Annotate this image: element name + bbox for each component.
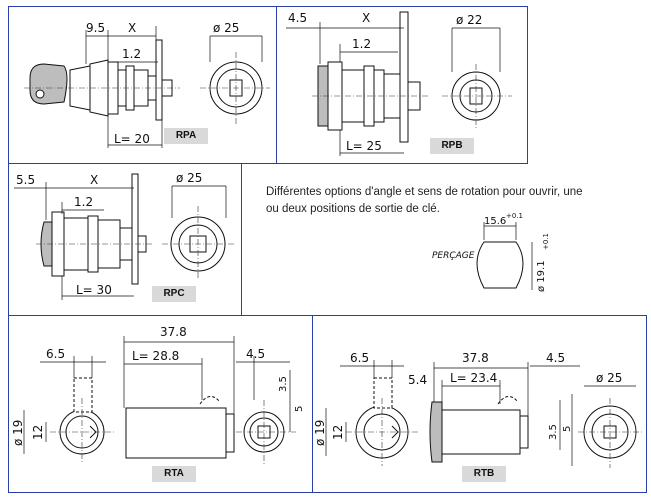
rtb-dim1: 6.5 bbox=[350, 351, 369, 365]
rpb-dim1: 4.5 bbox=[288, 11, 307, 25]
rpa-length: L= 20 bbox=[114, 132, 150, 146]
rta-dim3: 3.5 bbox=[278, 376, 289, 392]
rpc-dim1: 5.5 bbox=[16, 173, 35, 187]
rtb-dim3: 5.4 bbox=[408, 373, 427, 387]
rtb-dia: ø 19 bbox=[313, 420, 327, 446]
percage-height-tol: +0.1 bbox=[542, 233, 550, 250]
rta-tag: RTA bbox=[152, 466, 196, 482]
options-description: Différentes options d'angle et sens de r… bbox=[266, 186, 583, 215]
rta-dia: ø 19 bbox=[11, 420, 25, 446]
rpb-dim2: 1.2 bbox=[352, 37, 371, 51]
rtb-total: 37.8 bbox=[462, 351, 489, 365]
rpa-dim-x: X bbox=[128, 21, 136, 35]
rpb-tag: RPB bbox=[430, 138, 474, 154]
rpa-tag: RPA bbox=[164, 128, 208, 144]
percage-width: 15.6 bbox=[484, 216, 506, 227]
rta-dim1: 6.5 bbox=[46, 347, 65, 361]
rpa-dim2: 1.2 bbox=[122, 47, 141, 61]
rpc-dim-x: X bbox=[90, 173, 98, 187]
percage-label: PERÇAGE bbox=[432, 251, 475, 261]
panel-rpb bbox=[276, 6, 528, 164]
rta-dim4: 5 bbox=[294, 406, 305, 412]
rpc-diameter: ø 25 bbox=[176, 171, 202, 185]
rta-total: 37.8 bbox=[160, 325, 187, 339]
rpa-diameter: ø 25 bbox=[213, 21, 239, 35]
rta-length: L= 28.8 bbox=[132, 349, 179, 363]
percage-height: ø 19.1 bbox=[536, 260, 547, 292]
rpb-dim-x: X bbox=[362, 11, 370, 25]
rtb-tag: RTB bbox=[462, 466, 506, 482]
rtb-dim5: 5 bbox=[562, 426, 573, 432]
panel-rtb bbox=[312, 315, 647, 493]
rtb-diameter: ø 25 bbox=[596, 371, 622, 385]
rtb-dim2: 4.5 bbox=[546, 351, 565, 365]
rpb-length: L= 25 bbox=[346, 139, 382, 153]
rtb-height: 12 bbox=[331, 425, 345, 440]
rtb-length: L= 23.4 bbox=[450, 371, 497, 385]
rpa-dim1: 9.5 bbox=[86, 21, 105, 35]
rpc-dim2: 1.2 bbox=[74, 195, 93, 209]
percage-width-tol: +0.1 bbox=[506, 212, 523, 220]
rtb-dim4: 3.5 bbox=[548, 424, 559, 440]
rta-dim2: 4.5 bbox=[246, 347, 265, 361]
rpc-tag: RPC bbox=[152, 286, 196, 302]
rpb-diameter: ø 22 bbox=[456, 13, 482, 27]
rta-height: 12 bbox=[31, 425, 45, 440]
rpc-length: L= 30 bbox=[76, 283, 112, 297]
